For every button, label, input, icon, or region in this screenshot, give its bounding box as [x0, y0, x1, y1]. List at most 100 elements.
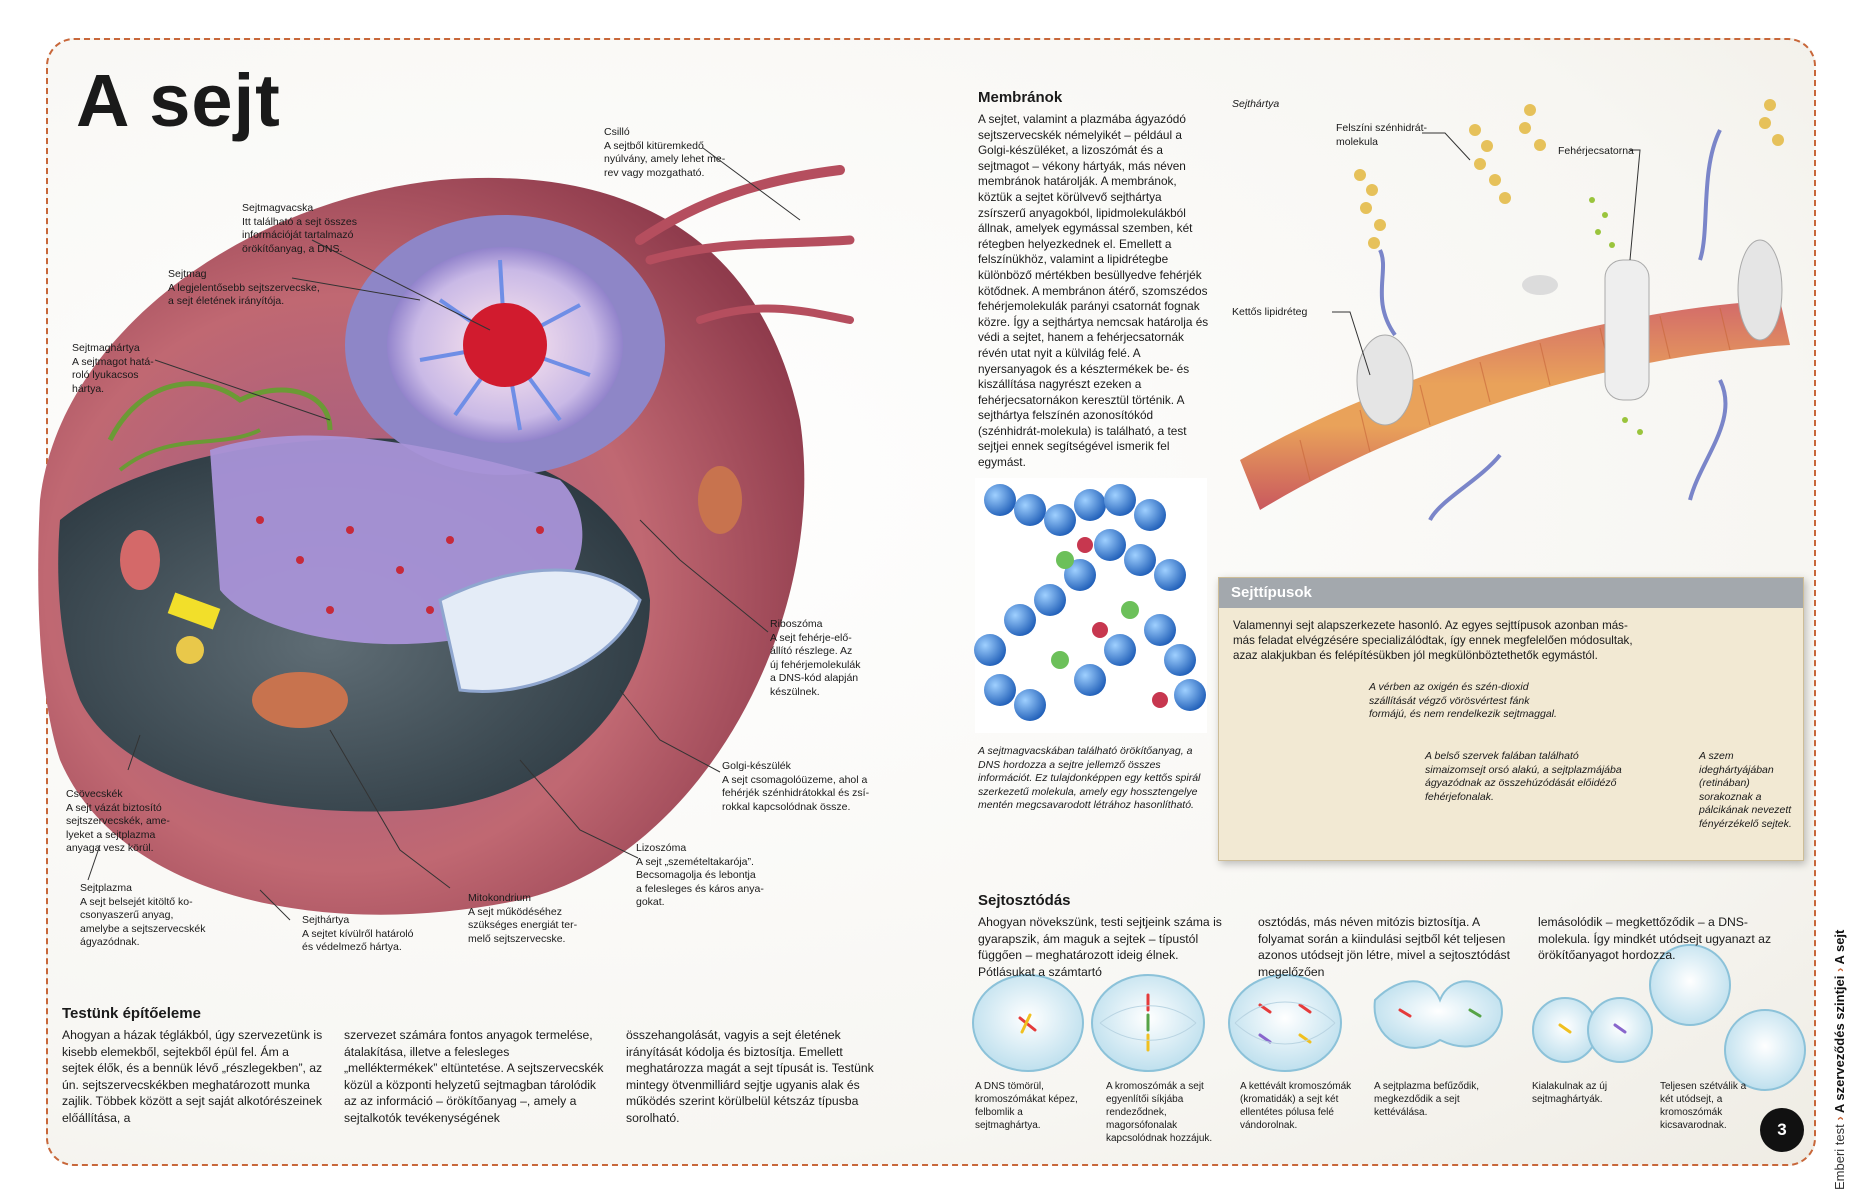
label-line: anyaga vesz körül.	[66, 842, 154, 854]
sejtosztodas-col3: lemásolódik – megkettőződik – a DNS-mole…	[1538, 915, 1772, 963]
label-csovecskek-name: Csövecskék	[66, 788, 123, 800]
label-line: lyeket a sejtplazma	[66, 828, 156, 841]
label-line: készülnek.	[770, 685, 820, 698]
label-sejtplazma-name: Sejtplazma	[80, 882, 132, 894]
label-line: rokkal kapcsolódnak össze.	[722, 800, 851, 813]
label-sejtmaghartya: Sejtmaghártya A sejtmagot hatá- roló lyu…	[72, 342, 154, 396]
label-lizoszoma: Lizoszóma A sejt „szemételtakarója”. Bec…	[636, 842, 764, 910]
label-line: Itt található a sejt összes	[242, 215, 357, 228]
label-line: rev vagy mozgatható.	[604, 166, 705, 179]
label-line: Felszíni szénhidrát-	[1336, 122, 1428, 134]
label-line: melő sejtszervecske.	[468, 932, 566, 945]
testunk-col1: Ahogyan a házak téglákból, úgy szervezet…	[62, 1028, 323, 1125]
label-line: A sejtből kitüremkedő	[604, 139, 704, 152]
label-line: A sejt csomagolóüzeme, ahol a	[722, 773, 868, 786]
membrane-label-lipidreteg: Kettős lipidréteg	[1232, 306, 1308, 318]
sejtosztodas-col1: Ahogyan növekszünk, testi sejtjeink szám…	[978, 915, 1222, 979]
mitosis-step-6: Teljesen szétválik a két utódsejt, a kro…	[1660, 1081, 1747, 1131]
sejttipusok-panel: Sejttípusok Valamennyi sejt alapszerkeze…	[1218, 577, 1804, 861]
label-riboszoma-name: Riboszóma	[770, 618, 823, 630]
chevron-right-icon: ›	[1832, 1113, 1847, 1121]
sejtosztodas-heading: Sejtosztódás	[978, 892, 1071, 909]
label-sejtmag-name: Sejtmag	[168, 268, 207, 280]
label-line: A sejtmagot hatá-	[72, 355, 154, 368]
label-sejtmagvacska: Sejtmagvacska Itt található a sejt össze…	[242, 202, 357, 256]
label-golgi: Golgi-készülék A sejt csomagolóüzeme, ah…	[722, 760, 869, 814]
label-line: fehérjék szénhidrátokkal és zsí-	[722, 787, 870, 799]
label-sejtmagvacska-name: Sejtmagvacska	[242, 202, 314, 214]
label-line: a DNS-kód alapján	[770, 672, 859, 684]
cell-illustration	[38, 165, 855, 915]
label-line: a felesleges és káros anya-	[636, 882, 764, 895]
label-line: roló lyukacsos	[72, 369, 139, 381]
label-mitokondrium-name: Mitokondrium	[468, 892, 532, 904]
mitosis-step-3: A kettévált kromoszómák (kromatidák) a s…	[1240, 1081, 1352, 1131]
membrane-label-csatorna: Fehérjecsatorna	[1558, 145, 1634, 157]
label-line: új fehérjemolekulák	[770, 658, 861, 671]
label-line: ágyazódnak.	[80, 936, 140, 948]
dna-illustration	[974, 478, 1207, 733]
testunk-col3: összehangolását, vagyis a sejt életének …	[626, 1028, 874, 1125]
label-csillo: Csilló A sejtből kitüremkedő nyúlvány, a…	[604, 126, 725, 180]
mitosis-step-2: A kromoszómák a sejt egyenlítői síkjába …	[1106, 1081, 1213, 1144]
label-riboszoma: Riboszóma A sejt fehérje-elő- állító rés…	[770, 618, 860, 699]
sejttipus-simaizom: A belső szervek falában található simaiz…	[1425, 750, 1622, 803]
label-csillo-name: Csilló	[604, 126, 630, 138]
label-sejtmag: Sejtmag A legjelentősebb sejtszervecske,…	[168, 268, 320, 309]
testunk-col2: szervezet számára fontos anyagok termelé…	[344, 1028, 604, 1125]
dna-caption: A sejtmagvacskában található örökítőanya…	[978, 745, 1201, 811]
label-sejtmaghartya-name: Sejtmaghártya	[72, 342, 140, 354]
sejtosztodas-col2: osztódás, más néven mitózis biztosítja. …	[1258, 915, 1511, 979]
label-line: állító részlege. Az	[770, 645, 853, 657]
chevron-right-icon: ›	[1832, 964, 1847, 973]
label-golgi-name: Golgi-készülék	[722, 760, 791, 772]
mitosis-step-5: Kialakulnak az új sejtmaghártyák.	[1532, 1081, 1608, 1105]
sejttipus-voros: A vérben az oxigén és szén-dioxid szállí…	[1369, 681, 1557, 720]
label-csovecskek: Csövecskék A sejt vázát biztosító sejtsz…	[66, 788, 170, 856]
sejttipusok-heading: Sejttípusok	[1219, 578, 1803, 608]
page-number: 3	[1760, 1108, 1804, 1152]
label-line: nyúlvány, amely lehet me-	[604, 153, 726, 165]
label-line: A sejt belsejét kitöltő ko-	[80, 895, 193, 908]
sejttipus-palcika: A szem ideghártyájában (retinában) sorak…	[1699, 750, 1792, 830]
label-line: amelybe a sejtszervecskék	[80, 922, 206, 935]
membrane-label-szenhidrat: Felszíni szénhidrát- molekula	[1336, 122, 1427, 149]
mitosis-step-1: A DNS tömörül, kromoszómákat képez, felb…	[975, 1081, 1078, 1131]
label-line: A sejt vázát biztosító	[66, 801, 162, 814]
label-line: A sejt működéséhez	[468, 905, 562, 918]
breadcrumb-part2: A szerveződés szintjei	[1832, 975, 1847, 1114]
label-line: Becsomagolja és lebontja	[636, 869, 756, 881]
membrane-label-sejthartya: Sejthártya	[1232, 98, 1280, 110]
mitosis-illustration	[972, 944, 1806, 1091]
membranok-heading: Membránok	[978, 89, 1063, 106]
label-line: a sejt életének irányítója.	[168, 295, 285, 307]
label-line: szükséges energiát ter-	[468, 919, 578, 931]
mitosis-step-4: A sejtplazma befűződik, megkezdődik a se…	[1374, 1081, 1480, 1118]
membranok-text: A sejtet, valamint a plazmába ágyazódó s…	[978, 112, 1209, 470]
label-line: információját tartalmazó	[242, 229, 354, 241]
label-line: A sejtet kívülről határoló	[302, 927, 414, 940]
label-sejtplazma: Sejtplazma A sejt belsejét kitöltő ko- c…	[80, 882, 205, 950]
label-line: A sejt fehérje-elő-	[770, 631, 852, 644]
label-line: hártya.	[72, 382, 105, 395]
membrane-leader-lines	[1332, 132, 1641, 376]
label-sejthartya-name: Sejthártya	[302, 914, 350, 926]
label-sejthartya: Sejthártya A sejtet kívülről határoló és…	[302, 914, 413, 955]
label-line: A legjelentősebb sejtszervecske,	[168, 281, 320, 294]
label-mitokondrium: Mitokondrium A sejt működéséhez szüksége…	[468, 892, 577, 946]
label-lizoszoma-name: Lizoszóma	[636, 842, 687, 854]
breadcrumb: Emberi test › A szerveződés szintjei › A…	[1832, 930, 1847, 1190]
label-line: molekula	[1336, 135, 1379, 148]
page-title: A sejt	[76, 59, 281, 142]
label-line: csonyaszerű anyag,	[80, 909, 174, 921]
cell-leader-lines	[87, 147, 801, 921]
membrane-illustration	[1240, 99, 1790, 522]
breadcrumb-part1: Emberi test	[1832, 1124, 1847, 1190]
testunk-heading: Testünk építőeleme	[62, 1005, 201, 1022]
label-line: és védelmező hártya.	[302, 941, 402, 953]
breadcrumb-part3: A sejt	[1832, 929, 1847, 965]
label-line: sejtszervecskék, ame-	[66, 815, 170, 827]
label-line: A sejt „szemételtakarója”.	[636, 855, 754, 868]
label-line: gokat.	[636, 896, 665, 908]
